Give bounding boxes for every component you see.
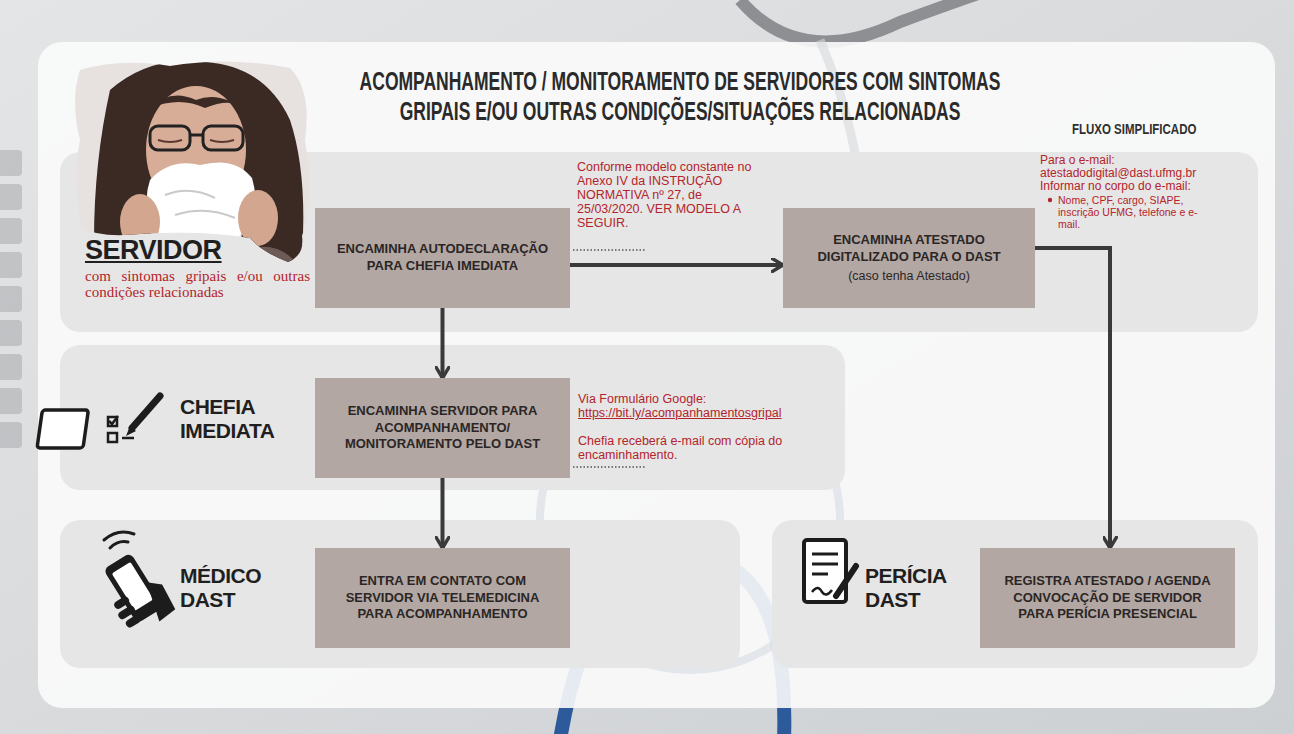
- lane-title: MÉDICO DAST: [180, 564, 305, 612]
- glasses: [190, 134, 203, 137]
- hair-fringe: [150, 96, 248, 113]
- photo-ground: [60, 50, 320, 280]
- keyboard-keys: [0, 184, 22, 210]
- note-text: Informar no corpo do e-mail:: [1040, 180, 1191, 193]
- process-box: ENCAMINHA SERVIDOR PARA ACOMPANHAMENTO/ …: [315, 378, 570, 478]
- document-icon: [812, 573, 828, 576]
- process-box: REGISTRA ATESTADO / AGENDA CONVOCAÇÃO DE…: [980, 548, 1235, 648]
- process-box: ENTRA EM CONTATO COM SERVIDOR VIA TELEME…: [315, 548, 570, 648]
- woman-photo: [60, 50, 320, 280]
- lane-subtitle: com sintomas gripais e/ou outras condiçõ…: [85, 268, 310, 300]
- process-box: ENCAMINHA AUTODECLARAÇÃO PARA CHEFIA IME…: [315, 208, 570, 308]
- tissue: [147, 162, 255, 242]
- keyboard-keys: [0, 320, 22, 346]
- closed-eyes: [158, 140, 234, 142]
- clipboard-icon: [37, 410, 88, 448]
- clipboard-icon: [122, 437, 134, 440]
- document-icon: [812, 563, 838, 566]
- email-text: atestadodigital@dast.ufmg.br: [1040, 167, 1196, 180]
- keyboard-keys: [0, 150, 22, 176]
- keyboard-keys: [0, 388, 22, 414]
- subtitle-tag: FLUXO SIMPLIFICADO: [1072, 121, 1196, 137]
- keyboard-keys: [0, 286, 22, 312]
- keyboard-keys: [0, 252, 22, 278]
- bullet-dot: [1048, 198, 1052, 202]
- box-text: ENCAMINHA ATESTADO DIGITALIZADO PARA O D…: [801, 232, 1017, 265]
- process-box: ENCAMINHA ATESTADO DIGITALIZADO PARA O D…: [783, 208, 1035, 308]
- swimlane-band: MÉDICO DAST ENTRA EM CONTATO COM SERVIDOR…: [60, 520, 740, 668]
- note-text: Conforme modelo constante no Anexo IV da…: [577, 160, 767, 230]
- swimlane-band: PERÍCIA DAST REGISTRA ATESTADO / AGENDA C…: [772, 520, 1258, 668]
- glasses: [203, 126, 243, 150]
- flow-title: ACOMPANHAMENTO / MONITORAMENTO DE SERVID…: [330, 66, 1030, 126]
- box-note: (caso tenha Atestado): [801, 269, 1017, 284]
- box-text: ENCAMINHA SERVIDOR PARA ACOMPANHAMENTO/ …: [333, 403, 552, 453]
- box-text: ENTRA EM CONTATO COM SERVIDOR VIA TELEME…: [333, 573, 552, 623]
- box-text: REGISTRA ATESTADO / AGENDA CONVOCAÇÃO DE…: [998, 573, 1217, 623]
- stethoscope-tube: [740, 0, 990, 42]
- document-icon: [812, 553, 838, 556]
- box-text: ENCAMINHA AUTODECLARAÇÃO PARA CHEFIA IME…: [333, 241, 552, 274]
- keyboard-keys: [0, 422, 22, 448]
- keyboard-keys: [0, 218, 22, 244]
- band-shape: [772, 520, 1258, 668]
- lane-title: PERÍCIA DAST: [865, 564, 977, 612]
- signature: [812, 588, 832, 595]
- band-shape: [60, 152, 1258, 332]
- white-panel: [38, 42, 1275, 708]
- band-shape: [60, 520, 740, 668]
- band-shape: [60, 345, 845, 490]
- lane-title: CHEFIA IMEDIATA: [180, 395, 305, 443]
- lane-title: SERVIDOR: [85, 234, 222, 266]
- bullet-text: Nome, CPF, cargo, SIAPE, inscrição UFMG,…: [1058, 194, 1218, 230]
- keyboard-keys: [0, 354, 22, 380]
- note-text: Para o e-mail:: [1040, 154, 1115, 167]
- note-text: Chefia receberá e-mail com cópia do enca…: [578, 434, 808, 462]
- tissue-fold: [165, 191, 235, 218]
- glasses: [150, 126, 190, 150]
- link-text: https://bit.ly/acompanhamentosgripal: [578, 406, 782, 420]
- keyboard-keys: [0, 150, 22, 448]
- note-text: Via Formulário Google:: [578, 392, 706, 406]
